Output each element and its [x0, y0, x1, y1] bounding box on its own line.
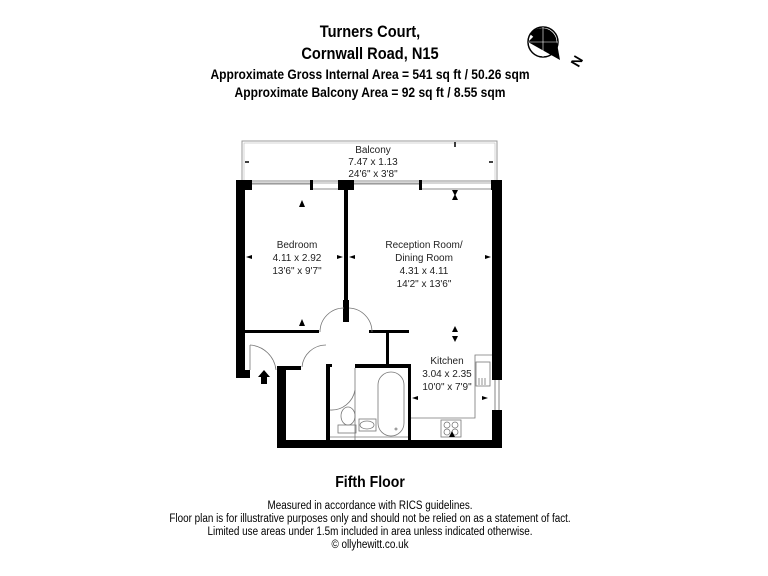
svg-text:Reception Room/: Reception Room/: [385, 240, 462, 251]
bathroom-fixtures: [330, 368, 408, 440]
building-name: Turners Court,: [319, 22, 421, 41]
north-compass-icon: N: [527, 26, 586, 70]
sink-icon: [475, 361, 491, 387]
svg-text:24'6" x 3'8": 24'6" x 3'8": [348, 169, 398, 180]
svg-text:7.47 x 1.13: 7.47 x 1.13: [348, 157, 398, 168]
windows: [252, 180, 500, 410]
room-label-balcony: Balcony 7.47 x 1.13 24'6" x 3'8": [348, 145, 398, 180]
address: Cornwall Road, N15: [301, 44, 439, 63]
svg-text:14'2" x 13'6": 14'2" x 13'6": [397, 279, 452, 290]
svg-text:4.11 x 2.92: 4.11 x 2.92: [273, 253, 322, 264]
footer-note: Limited use areas under 1.5m included in…: [207, 526, 533, 538]
basin-icon: [358, 418, 377, 432]
room-label-reception: Reception Room/ Dining Room 4.31 x 4.11 …: [385, 240, 462, 290]
walls: [236, 180, 502, 448]
svg-text:Bedroom: Bedroom: [277, 240, 318, 251]
gross-internal-area: Approximate Gross Internal Area = 541 sq…: [210, 66, 530, 82]
balcony: [241, 140, 498, 184]
svg-text:Balcony: Balcony: [355, 145, 391, 156]
balcony-area: Approximate Balcony Area = 92 sq ft / 8.…: [234, 84, 506, 100]
doors: [249, 307, 373, 411]
floor-title: Fifth Floor: [335, 474, 405, 491]
copyright: © ollyhewitt.co.uk: [331, 539, 409, 551]
footer-note: Floor plan is for illustrative purposes …: [169, 513, 571, 525]
svg-text:4.31 x 4.11: 4.31 x 4.11: [400, 266, 449, 277]
bathtub-icon: [377, 371, 405, 437]
svg-text:Dining Room: Dining Room: [395, 253, 453, 264]
room-label-kitchen: Kitchen 3.04 x 2.35 10'0" x 7'9": [422, 356, 472, 393]
svg-text:Kitchen: Kitchen: [430, 356, 463, 367]
toilet-icon: [340, 406, 356, 426]
footer-note: Measured in accordance with RICS guideli…: [267, 500, 473, 512]
svg-text:10'0" x 7'9": 10'0" x 7'9": [422, 382, 472, 393]
room-label-bedroom: Bedroom 4.11 x 2.92 13'6" x 9'7": [272, 240, 322, 277]
svg-text:3.04 x 2.35: 3.04 x 2.35: [422, 369, 472, 380]
measurement-arrows: [246, 190, 491, 437]
compass-north-label: N: [567, 53, 586, 70]
kitchen-fixtures: [411, 354, 492, 438]
entrance-arrow-icon: [258, 370, 270, 384]
svg-text:13'6" x 9'7": 13'6" x 9'7": [272, 266, 322, 277]
